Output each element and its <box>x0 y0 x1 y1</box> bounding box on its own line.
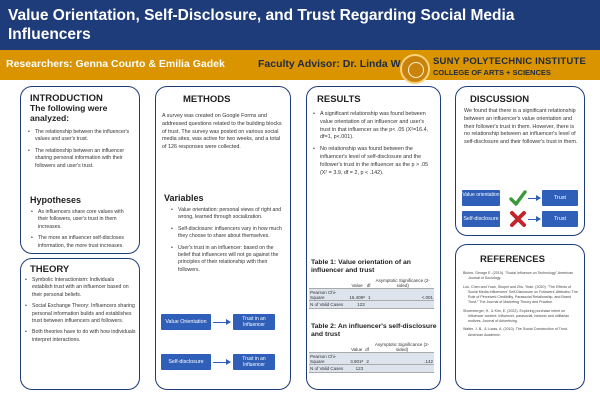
introduction-panel: INTRODUCTION The following were analyzed… <box>20 86 140 254</box>
table-header <box>309 277 349 290</box>
list-item: Self-disclosure: influencers vary in how… <box>170 226 286 241</box>
poster-title: Value Orientation, Self-Disclosure, and … <box>8 7 515 43</box>
table-header: df <box>365 277 372 290</box>
table-cell: 123 <box>349 364 365 373</box>
reference-item: Shoenberger, H., & Kim, E. (2022). Explo… <box>463 308 570 323</box>
table-header: Asymptotic Significance (2-sided) <box>369 341 434 354</box>
table-cell: <.001 <box>371 288 434 302</box>
hypotheses-title: Hypotheses <box>30 195 82 205</box>
introduction-title: INTRODUCTION <box>30 93 103 104</box>
list-item: User's trust in an influencer: based on … <box>170 245 286 275</box>
table-header: Value <box>348 277 366 290</box>
flow-trust-box: Trust <box>542 190 578 206</box>
references-panel: REFERENCES Bluhm, George E. (2019). "Soc… <box>455 244 585 390</box>
flow-trust-box: Trust <box>542 211 578 227</box>
table-row: Pearson Chi-Square 3.901ᵃ 2 .142 <box>309 352 434 366</box>
methods-title: METHODS <box>183 94 231 105</box>
table-cell <box>365 300 372 309</box>
table-row: N of Valid Cases 123 <box>309 364 434 373</box>
researchers: Researchers: Genna Courto & Emilia Gadek <box>6 58 225 70</box>
arrow-right-icon <box>528 195 541 201</box>
faculty-advisor: Faculty Advisor: Dr. Linda Weber <box>258 58 423 70</box>
table-cell <box>364 364 370 373</box>
list-item: The relationship between the influencer'… <box>27 129 135 144</box>
list-item: The relationship between an influencer s… <box>27 148 135 170</box>
reference-item: Walter, J. B., & Lucas, A. (2010). The S… <box>463 327 568 337</box>
theory-panel: THEORY Symbolic Interactionism: Individu… <box>20 258 140 390</box>
check-icon <box>509 189 527 207</box>
theory-title: THEORY <box>30 264 70 275</box>
discussion-title: DISCUSSION <box>470 94 530 105</box>
flow-value-orientation-box: Value Orientation <box>161 314 211 330</box>
flow-trust-box: Trust in an Influencer <box>233 314 275 330</box>
list-item: Both theories have to do with how indivi… <box>24 329 136 344</box>
results-title: RESULTS <box>317 94 361 105</box>
results-list: A significant relationship was found bet… <box>312 111 436 181</box>
list-item: A significant relationship was found bet… <box>312 111 436 142</box>
institution-college: COLLEGE OF ARTS + SCIENCES <box>433 68 551 77</box>
table-cell: Pearson Chi-Square <box>309 352 350 366</box>
reference-item: Lou, Chen and Yuan, Shupei and Zhu, Yira… <box>463 284 578 305</box>
table1-title: Table 1: Value orientation of an influen… <box>311 259 411 274</box>
introduction-list: The relationship between the influencer'… <box>27 129 135 174</box>
table2: Value df Asymptotic Significance (2-side… <box>309 341 434 373</box>
discussion-panel: DISCUSSION We found that there is a sign… <box>455 86 585 236</box>
flow-self-disclosure-box: Self-disclosure <box>161 354 211 370</box>
variables-title: Variables <box>164 193 204 203</box>
table-header: df <box>364 341 370 354</box>
discussion-paragraph: We found that there is a significant rel… <box>464 108 578 146</box>
table-cell <box>371 300 434 309</box>
table2-title: Table 2: An influencer's self-disclosure… <box>311 323 437 338</box>
cross-icon <box>509 210 527 228</box>
references-title: REFERENCES <box>480 254 545 265</box>
references-list: Bluhm, George E. (2019). "Social Influen… <box>463 271 581 341</box>
variables-list: Value orientation: personal views of rig… <box>170 207 286 278</box>
table-row: Pearson Chi-Square 16.409ᵃ 1 <.001 <box>309 288 434 302</box>
table-cell <box>369 364 434 373</box>
author-bar: Researchers: Genna Courto & Emilia Gadek… <box>0 50 600 80</box>
reference-item: Bluhm, George E. (2019). "Social Influen… <box>463 271 573 281</box>
flow-value-orientation-box: Value orientation <box>462 190 500 206</box>
flow-self-disclosure-box: Self-disclosure <box>462 211 500 227</box>
arrow-right-icon <box>213 319 231 325</box>
table-row: N of Valid Cases 123 <box>309 300 434 309</box>
list-item: Value orientation: personal views of rig… <box>170 207 286 222</box>
table-cell: 3.901ᵃ <box>349 352 365 366</box>
table-cell: N of Valid Cases <box>309 364 350 373</box>
table-cell: Pearson Chi-Square <box>309 288 349 302</box>
table1: Value df Asymptotic Significance (2-side… <box>309 277 434 309</box>
table-header: Asymptotic Significance (2-sided) <box>371 277 434 290</box>
poster-header: Value Orientation, Self-Disclosure, and … <box>0 0 600 50</box>
table-header: Value <box>349 341 365 354</box>
methods-panel: METHODS A survey was created on Google F… <box>155 86 291 390</box>
table-cell: 16.409ᵃ <box>348 288 366 302</box>
table-cell: 123 <box>348 300 366 309</box>
list-item: The more an influencer self-discloses in… <box>30 235 134 250</box>
hypotheses-list: As influencers share core values with th… <box>30 209 134 253</box>
table-cell: N of Valid Cases <box>309 300 349 309</box>
arrow-right-icon <box>528 216 541 222</box>
arrow-right-icon <box>213 359 231 365</box>
flow-trust-box: Trust in an Influencer <box>233 354 275 370</box>
list-item: Symbolic Interactionism: Individuals est… <box>24 277 136 299</box>
institution-name: SUNY POLYTECHNIC INSTITUTE <box>433 56 586 67</box>
introduction-subtitle: The following were analyzed: <box>30 103 108 123</box>
list-item: Social Exchange Theory: Influencers shar… <box>24 303 136 325</box>
table-cell: 1 <box>365 288 372 302</box>
table-cell: 2 <box>364 352 370 366</box>
table-header <box>309 341 350 354</box>
table-cell: .142 <box>369 352 434 366</box>
list-item: No relationship was found between the in… <box>312 146 436 177</box>
results-panel: RESULTS A significant relationship was f… <box>306 86 441 390</box>
theory-list: Symbolic Interactionism: Individuals est… <box>24 277 136 348</box>
list-item: As influencers share core values with th… <box>30 209 134 231</box>
methods-paragraph: A survey was created on Google Forms and… <box>162 113 282 151</box>
institution-seal-icon <box>400 54 430 84</box>
